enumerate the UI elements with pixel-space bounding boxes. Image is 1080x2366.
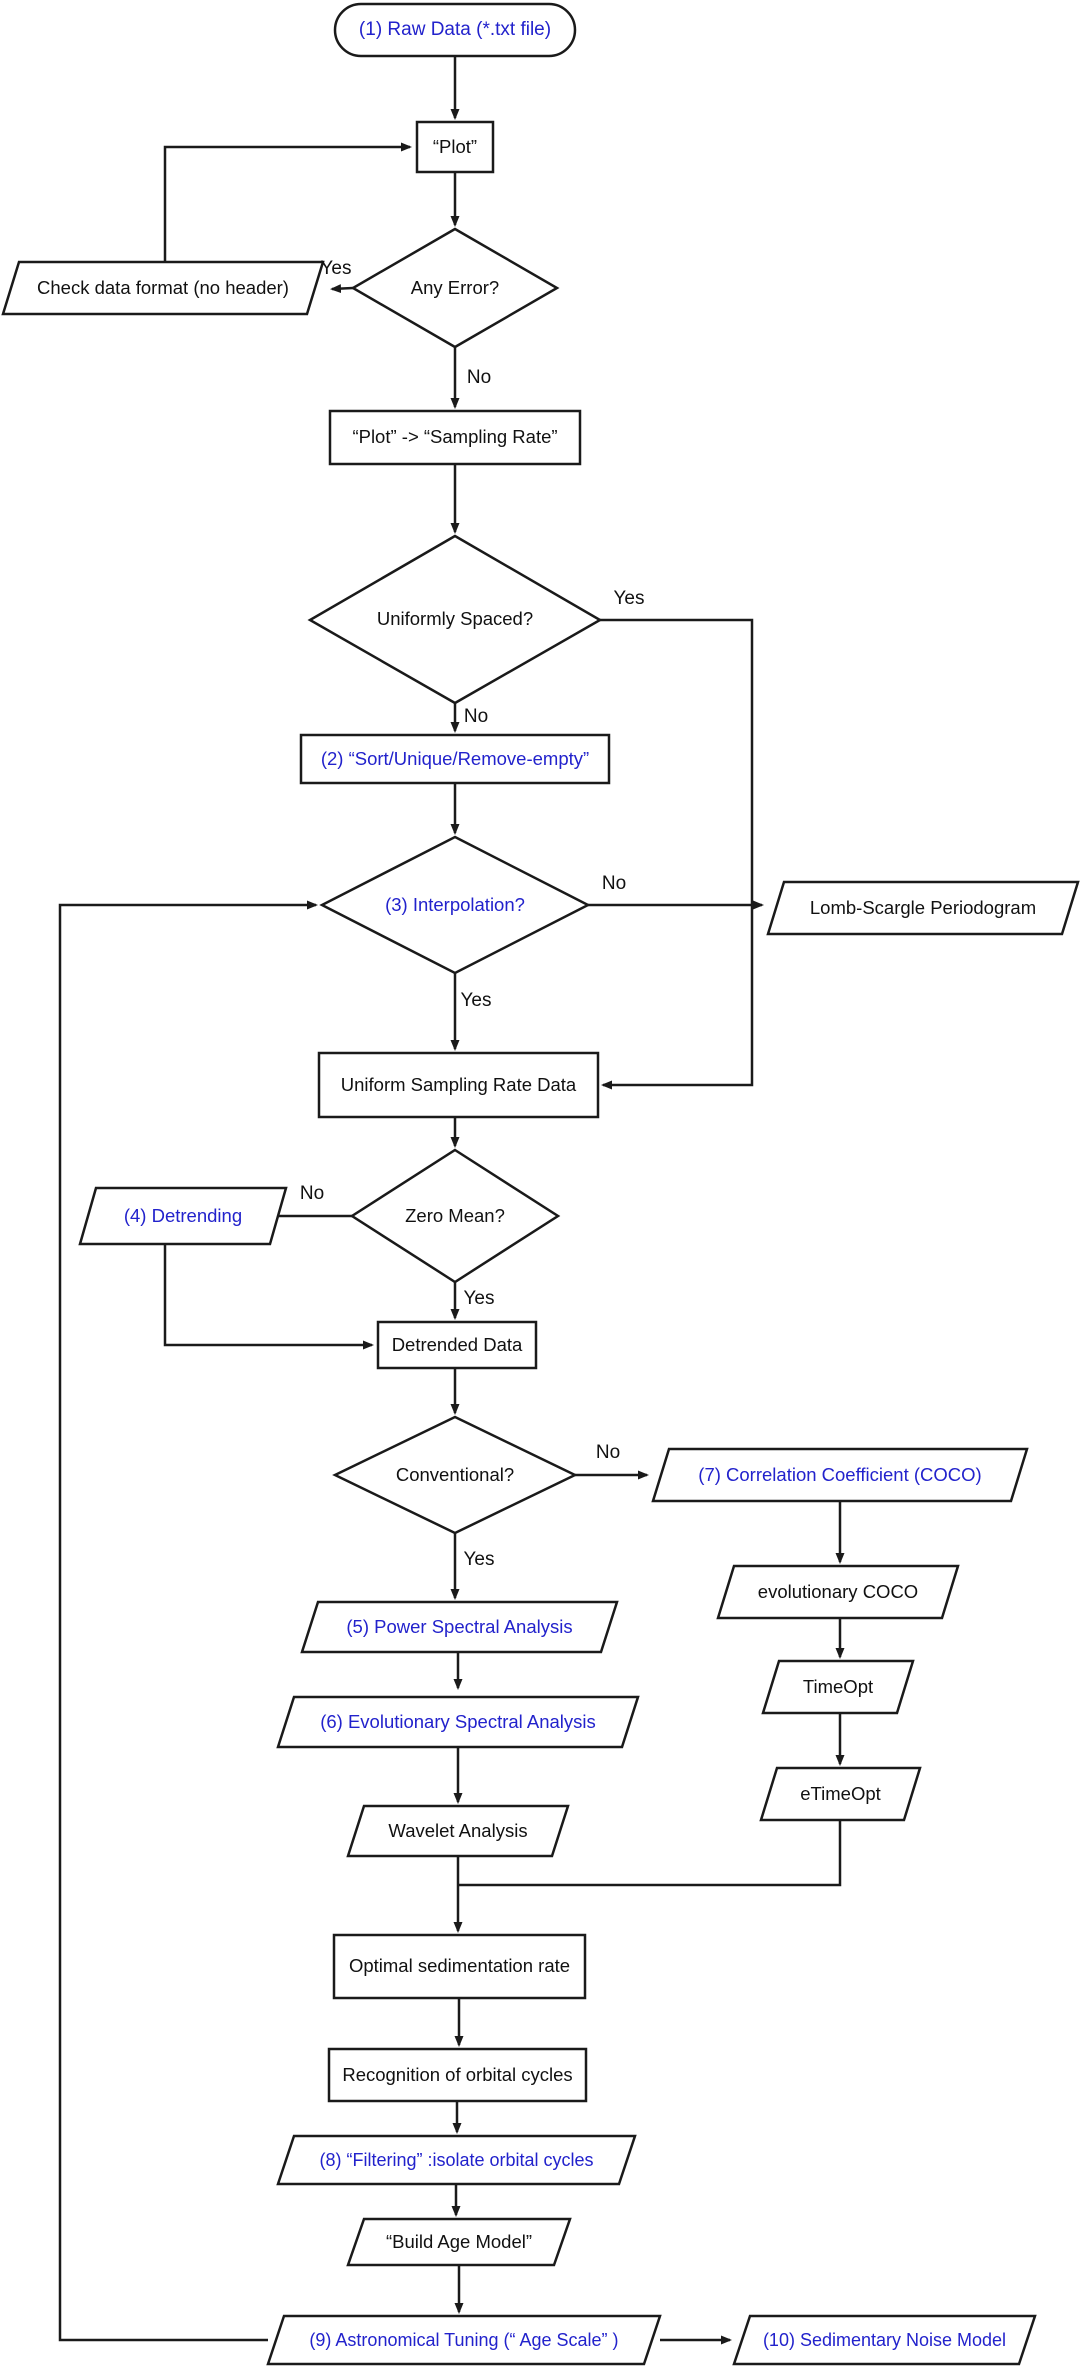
wavelet-shape	[346, 1804, 570, 1858]
optimal-sed-shape	[332, 1933, 587, 2000]
interpolation-shape	[319, 835, 591, 975]
raw-data-shape	[333, 2, 577, 58]
etimeopt-shape	[759, 1766, 922, 1822]
noise-model-shape	[732, 2314, 1037, 2366]
recognition-shape	[327, 2047, 588, 2103]
psa-shape	[300, 1600, 619, 1654]
zero-mean-shape	[349, 1148, 561, 1284]
esa-shape	[276, 1695, 640, 1749]
check-format-shape	[1, 260, 325, 316]
uniform-data-shape	[317, 1051, 600, 1119]
coco-shape	[651, 1447, 1029, 1503]
sort-unique-shape	[299, 733, 611, 785]
conventional-shape	[332, 1415, 578, 1535]
timeopt-shape	[761, 1659, 915, 1715]
build-age-shape	[346, 2217, 572, 2267]
filtering-shape	[276, 2134, 637, 2186]
plot-sampling-shape	[328, 409, 582, 466]
detrending-shape	[78, 1186, 288, 1246]
plot-shape	[415, 120, 495, 174]
detrended-data-shape	[376, 1320, 538, 1370]
lomb-scargle-shape	[766, 880, 1080, 936]
tuning-shape	[266, 2314, 662, 2366]
any-error-shape	[350, 227, 560, 349]
uniformly-spaced-shape	[307, 534, 603, 705]
connectors	[58, 57, 845, 2345]
evo-coco-shape	[716, 1564, 960, 1620]
